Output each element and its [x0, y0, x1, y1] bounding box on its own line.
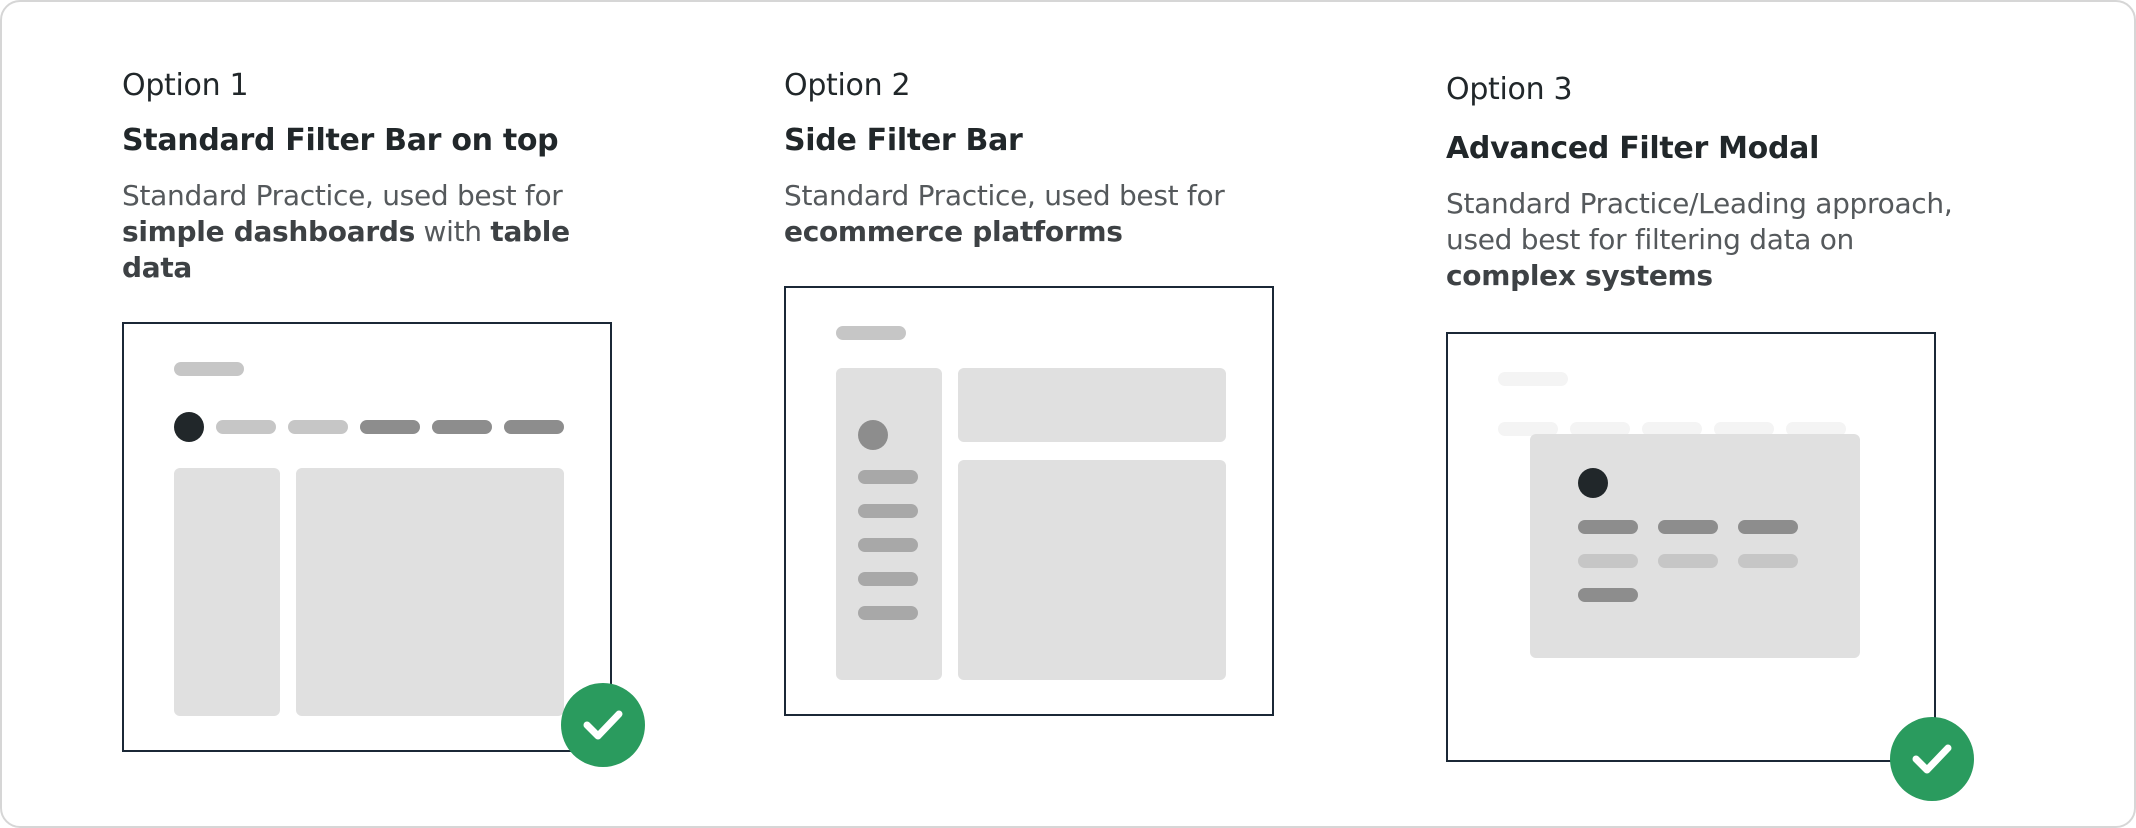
wireframe-top-filter-bar [122, 322, 612, 752]
filter-field-placeholder [1578, 520, 1638, 534]
option-title: Standard Filter Bar on top [122, 123, 559, 158]
filter-chip-placeholder [1570, 422, 1630, 436]
filter-option-placeholder [858, 470, 918, 484]
filter-option-placeholder [858, 538, 918, 552]
filter-option-placeholder [858, 606, 918, 620]
filter-icon-placeholder [858, 420, 888, 450]
filter-field-placeholder [1658, 520, 1718, 534]
page-title-placeholder [1498, 372, 1568, 386]
option-description: Standard Practice, used best for simple … [122, 179, 570, 284]
recommended-badge [1890, 717, 1974, 801]
page-title-placeholder [174, 362, 244, 376]
option-label: Option 1 [122, 68, 249, 103]
filter-modal-placeholder [1530, 434, 1860, 658]
content-main-placeholder [296, 468, 564, 716]
option-2: Option 2 Side Filter Bar Standard Practi… [784, 68, 1254, 250]
filter-chip-placeholder [360, 420, 420, 434]
filter-field-placeholder [1738, 520, 1798, 534]
recommended-badge [561, 683, 645, 767]
filter-field-placeholder [1738, 554, 1798, 568]
checkmark-icon [583, 710, 623, 740]
content-main-placeholder [958, 460, 1226, 680]
wireframe-side-filter-bar [784, 286, 1274, 716]
filter-icon-placeholder [1578, 468, 1608, 498]
filter-chip-placeholder [1714, 422, 1774, 436]
side-filter-panel-placeholder [836, 368, 942, 680]
option-title: Advanced Filter Modal [1446, 131, 1820, 166]
content-header-placeholder [958, 368, 1226, 442]
filter-chip-placeholder [1642, 422, 1702, 436]
filter-chip-placeholder [216, 420, 276, 434]
filter-chip-placeholder [1786, 422, 1846, 436]
option-label: Option 3 [1446, 72, 1573, 107]
option-3: Option 3 Advanced Filter Modal Standard … [1446, 72, 1966, 294]
option-description: Standard Practice, used best for ecommer… [784, 179, 1225, 248]
filter-field-placeholder [1578, 554, 1638, 568]
page-title-placeholder [836, 326, 906, 340]
option-description: Standard Practice/Leading approach, used… [1446, 187, 1953, 292]
filter-icon-placeholder [174, 412, 204, 442]
option-label: Option 2 [784, 68, 911, 103]
filter-option-placeholder [858, 504, 918, 518]
wireframe-advanced-filter-modal [1446, 332, 1936, 762]
filter-chip-placeholder [288, 420, 348, 434]
filter-chip-placeholder [1498, 422, 1558, 436]
filter-field-placeholder [1658, 554, 1718, 568]
filter-option-placeholder [858, 572, 918, 586]
filter-chip-placeholder [432, 420, 492, 434]
filter-chip-placeholder [504, 420, 564, 434]
option-1: Option 1 Standard Filter Bar on top Stan… [122, 68, 592, 286]
option-title: Side Filter Bar [784, 123, 1023, 158]
content-sidebar-placeholder [174, 468, 280, 716]
filter-field-placeholder [1578, 588, 1638, 602]
checkmark-icon [1912, 744, 1952, 774]
